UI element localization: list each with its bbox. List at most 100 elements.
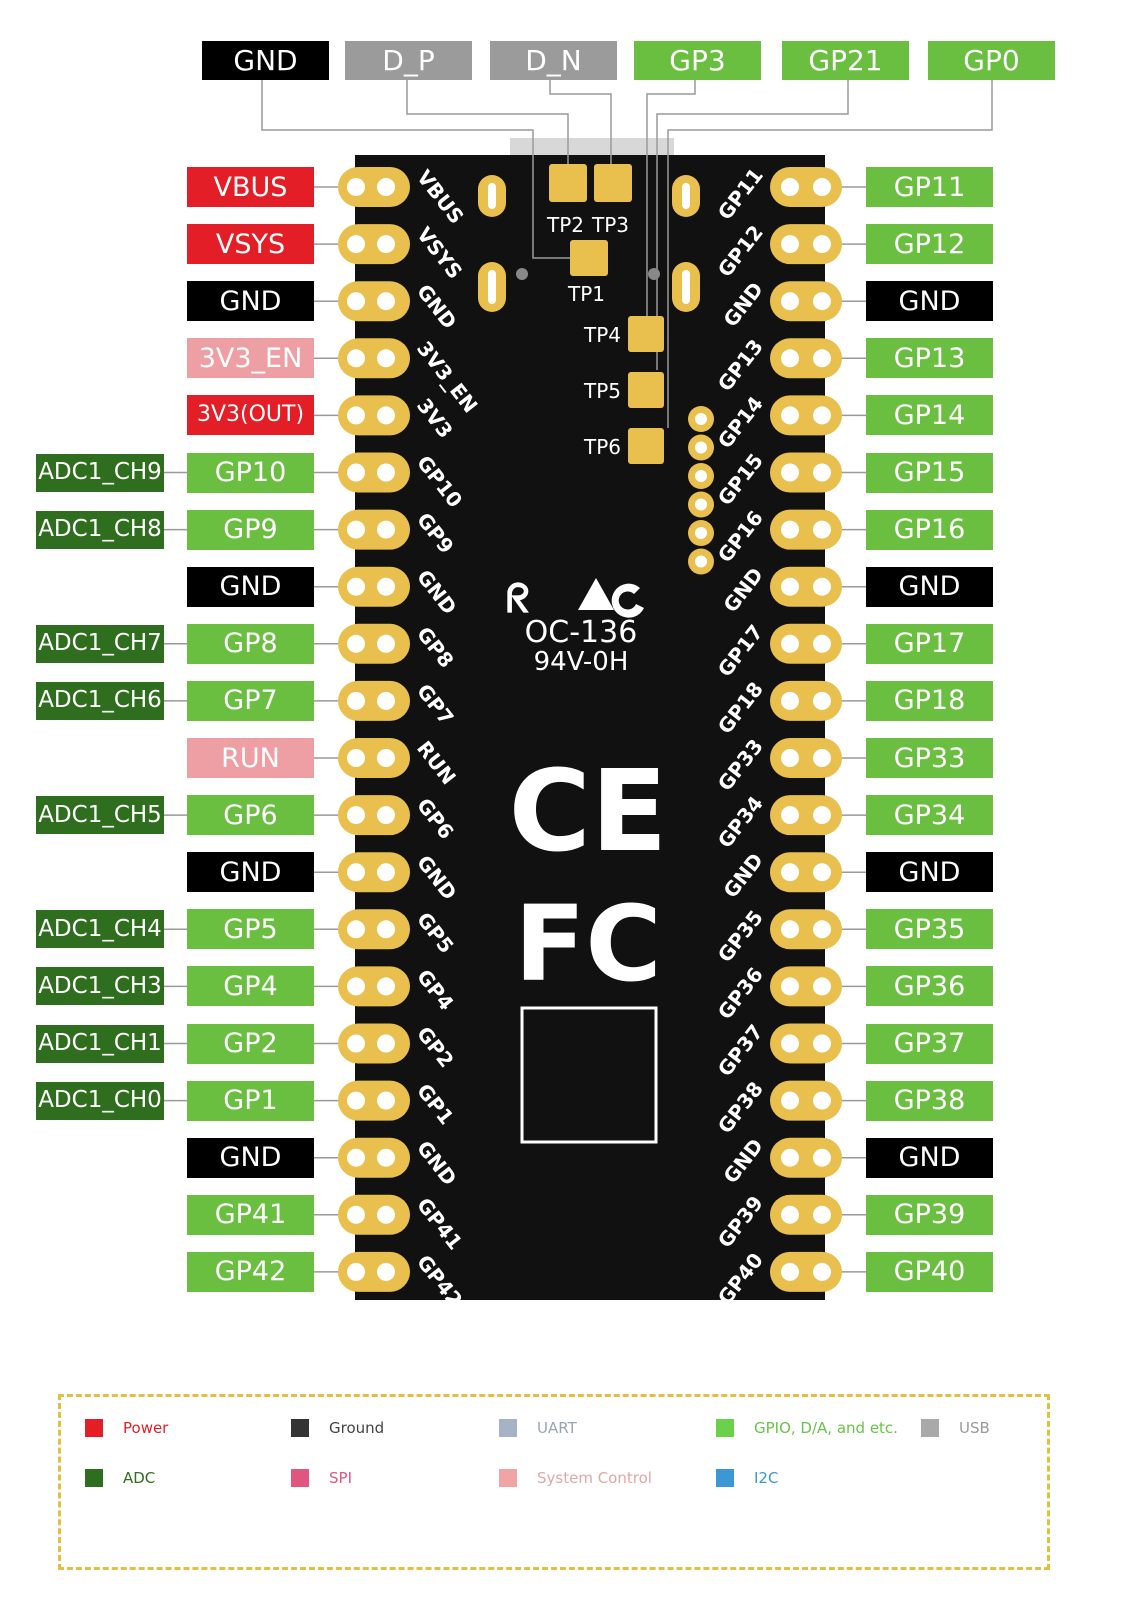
pad-hole	[347, 292, 365, 311]
left-pin-label: GP42	[187, 1251, 314, 1292]
top-label: GP0	[928, 41, 1055, 80]
pad-hole	[347, 920, 365, 939]
pin-pad	[338, 623, 410, 664]
left-pin-label: VBUS	[187, 167, 314, 207]
left-pin-11: RUN	[313, 736, 461, 789]
legend-swatch	[921, 1419, 939, 1437]
pad-hole	[781, 634, 799, 653]
pin-pad	[770, 909, 842, 950]
pad-hole	[377, 292, 395, 311]
pad-hole	[377, 920, 395, 939]
pad-hole	[347, 1091, 365, 1110]
slot-hole	[682, 270, 690, 304]
top-label: GND	[202, 41, 329, 80]
left-pin-18: GND	[313, 1136, 462, 1190]
pad-hole	[781, 577, 799, 596]
pad-hole	[813, 863, 831, 882]
gnd-to-tp1-line	[261, 80, 588, 259]
ul-mark: ᖇ	[506, 576, 530, 622]
pin-pad	[770, 1080, 842, 1121]
pad-hole	[781, 749, 799, 767]
legend-label: Power	[123, 1419, 169, 1437]
pin-pad	[338, 966, 410, 1007]
right-pin-6: GP15	[713, 449, 866, 510]
pad-hole	[781, 1262, 799, 1281]
adc-label: ADC1_CH4	[36, 910, 164, 949]
legend-item: SPI	[291, 1469, 352, 1487]
pad-hole	[377, 1091, 395, 1110]
pad-hole	[781, 349, 799, 368]
pad-hole	[813, 406, 831, 425]
right-pin-label: GP40	[866, 1251, 993, 1292]
pad-hole	[781, 977, 799, 996]
left-pin-label: GND	[187, 281, 314, 322]
test-point-label: TP2	[546, 213, 584, 237]
legend-label: Ground	[329, 1419, 385, 1437]
adc-label: ADC1_CH6	[36, 681, 164, 720]
pad-hole	[377, 463, 395, 482]
pad-hole	[347, 634, 365, 653]
gp3-to-tp4-line	[646, 80, 696, 316]
right-pin-label: GP18	[866, 680, 993, 721]
left-pin-label: GP10	[187, 452, 314, 493]
legend-item: UART	[499, 1419, 577, 1437]
right-pin-label: GP36	[866, 966, 993, 1007]
adc-label: ADC1_CH5	[36, 796, 164, 835]
fiducial	[648, 268, 660, 280]
pad-hole	[377, 691, 395, 710]
legend-label: System Control	[537, 1469, 652, 1487]
right-pin-label: GP15	[866, 452, 993, 493]
left-pin-label: RUN	[187, 738, 314, 778]
adc-label: ADC1_CH7	[36, 624, 164, 663]
pad-hole	[813, 1091, 831, 1110]
top-label: GP3	[634, 41, 761, 80]
pin-pad	[770, 224, 842, 265]
pin-pad	[338, 1251, 410, 1292]
pad-hole	[813, 1148, 831, 1167]
legend-swatch	[85, 1469, 103, 1487]
pad-hole	[377, 863, 395, 882]
pad-hole	[813, 634, 831, 653]
pin-pad	[338, 1194, 410, 1235]
pin-pad	[770, 680, 842, 721]
legend-item: GPIO, D/A, and etc.	[716, 1419, 898, 1437]
pad-hole	[781, 691, 799, 710]
left-pin-label: GP6	[187, 795, 314, 836]
pin-pad	[338, 395, 410, 436]
pad-hole	[781, 920, 799, 939]
tp2-pad	[549, 164, 587, 202]
pin-pad	[770, 338, 842, 379]
right-pin-label: GND	[866, 852, 993, 893]
pad-hole	[813, 235, 831, 254]
test-point-label: TP1	[567, 282, 605, 306]
pin-pad	[338, 738, 410, 778]
label-area-box	[520, 1006, 658, 1144]
fcc-mark: FC	[514, 883, 661, 1005]
gp21-to-tp5-line	[656, 80, 849, 370]
right-pin-label: GP35	[866, 909, 993, 950]
legend-swatch	[716, 1419, 734, 1437]
legend-label: I2C	[754, 1469, 779, 1487]
pad-hole	[377, 178, 395, 196]
left-pin-label: GP5	[187, 909, 314, 950]
pad-hole	[347, 235, 365, 254]
pad-hole	[781, 863, 799, 882]
pin-pad	[770, 281, 842, 322]
pad-hole	[347, 1034, 365, 1053]
cert-line-2: 94V-0H	[534, 647, 629, 677]
pad-hole	[813, 292, 831, 311]
legend-swatch	[291, 1419, 309, 1437]
pad-hole	[377, 1148, 395, 1167]
pad-hole	[813, 1262, 831, 1281]
pin-pad	[338, 566, 410, 607]
pad-hole	[377, 520, 395, 539]
right-pin-label: GP17	[866, 623, 993, 664]
top-label: GP21	[782, 41, 909, 80]
right-pin-label: GP34	[866, 795, 993, 836]
header-hole	[695, 470, 707, 482]
pad-hole	[347, 349, 365, 368]
right-pin-label: GP38	[866, 1080, 993, 1121]
pin-pad	[770, 1137, 842, 1178]
legend-item: I2C	[716, 1469, 778, 1487]
